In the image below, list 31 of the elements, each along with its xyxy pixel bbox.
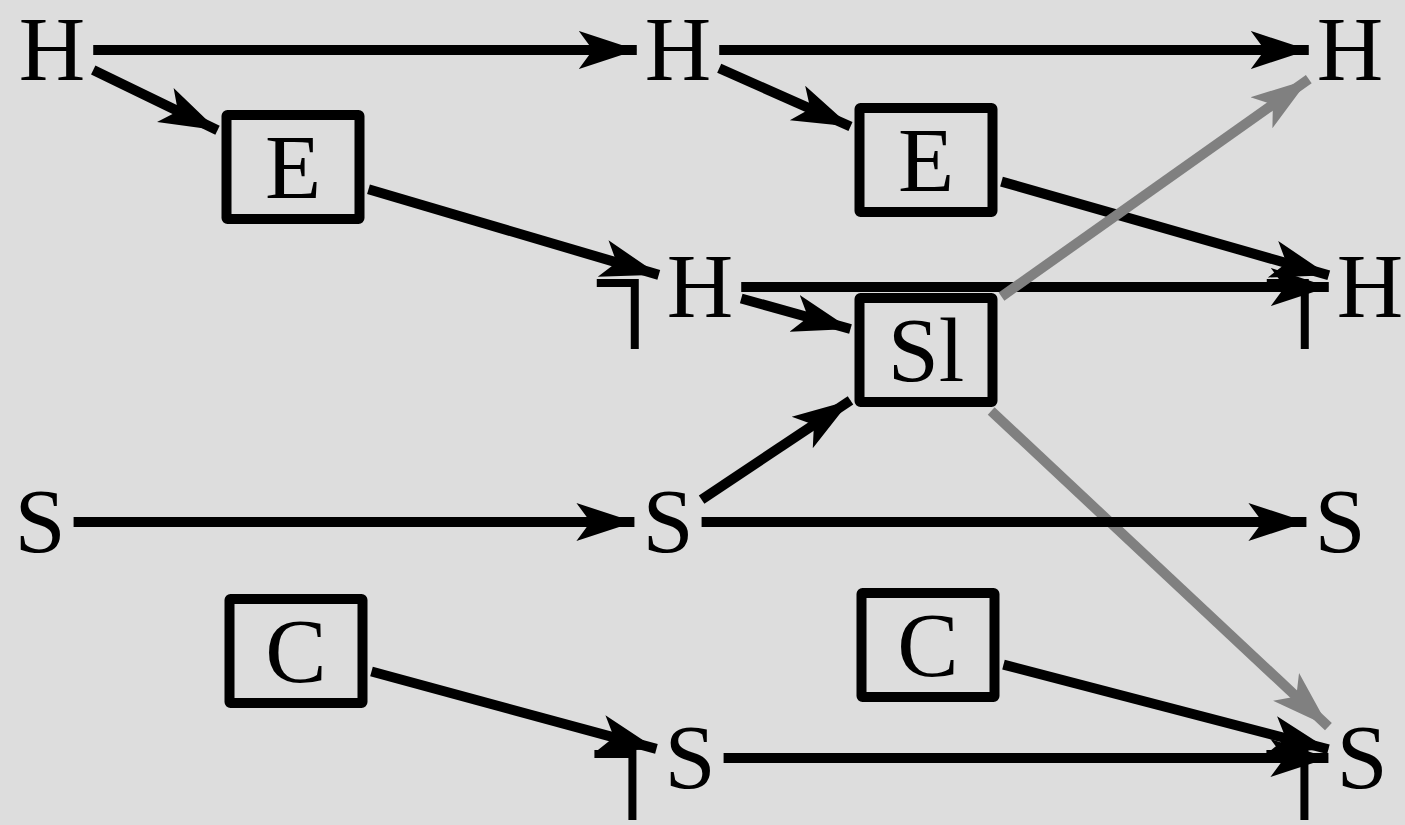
arrow bbox=[987, 407, 1332, 731]
arrow bbox=[719, 31, 1309, 69]
labeled-box: C bbox=[856, 588, 1000, 702]
node-label: H bbox=[1332, 248, 1405, 326]
arrow bbox=[73, 503, 635, 541]
arrow bbox=[367, 184, 661, 280]
arrow bbox=[1002, 659, 1330, 755]
node-label: S bbox=[638, 483, 698, 561]
arrow bbox=[91, 65, 220, 135]
arrow bbox=[739, 293, 852, 334]
labeled-box: Sl bbox=[854, 293, 998, 407]
arrow bbox=[723, 739, 1329, 777]
arrow bbox=[1000, 176, 1331, 280]
node-label: S bbox=[660, 719, 720, 797]
arrow bbox=[698, 396, 854, 504]
arrow bbox=[701, 503, 1307, 541]
node-label: S bbox=[1332, 719, 1392, 797]
node-label: H bbox=[14, 11, 90, 89]
arrow bbox=[93, 31, 637, 69]
arrow bbox=[717, 63, 853, 132]
node-label: H bbox=[1312, 11, 1388, 89]
arrow bbox=[370, 666, 658, 754]
arrow bbox=[741, 268, 1329, 306]
arrow bbox=[998, 75, 1312, 301]
node-label: S bbox=[1310, 483, 1370, 561]
node-label: H bbox=[640, 11, 716, 89]
labeled-box: C bbox=[224, 594, 368, 708]
node-label: H bbox=[662, 248, 738, 326]
labeled-box: E bbox=[854, 103, 998, 217]
labeled-box: E bbox=[221, 110, 365, 224]
node-label: S bbox=[10, 483, 70, 561]
